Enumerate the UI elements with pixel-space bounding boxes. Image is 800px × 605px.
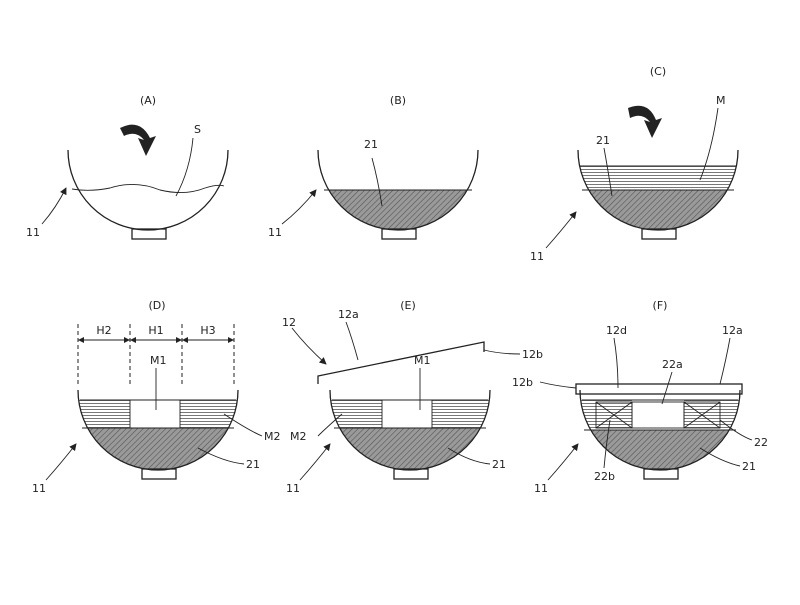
panel-f-lid-inner-ref: 12d (606, 324, 627, 337)
panel-c-material-ref: M (716, 94, 726, 107)
panel-f-bowl (579, 389, 741, 471)
panel-e-layer-ref: 21 (492, 458, 506, 471)
panel-f-part-ref: 22 (754, 436, 768, 449)
panel-d-side-left (78, 400, 130, 428)
panel-d-side-right (180, 400, 238, 428)
panel-c-bowl (577, 149, 739, 231)
panel-d: (D) H2 H1 H3 M1 M2 21 11 (32, 299, 281, 495)
panel-b-layer (318, 190, 478, 230)
dim-h2: H2 (96, 324, 111, 337)
panel-a: (A) S 11 (26, 94, 229, 240)
dim-h1: H1 (148, 324, 163, 337)
panel-e-bowl-ref: 11 (286, 482, 300, 495)
panel-e-side-ref: M2 (290, 430, 307, 443)
dim-h3: H3 (200, 324, 215, 337)
panel-f: (F) 12b 12d 12a 22a 22b 22 21 11 (512, 299, 768, 495)
panel-e: (E) 12 12a 12b M1 M2 21 11 (282, 299, 543, 495)
panel-f-bowl-ref: 11 (534, 482, 548, 495)
panel-d-bowl-ref: 11 (32, 482, 46, 495)
panel-d-center (129, 399, 181, 429)
panel-e-bowl (329, 389, 491, 471)
panel-d-side-ref: M2 (264, 430, 281, 443)
panel-f-part-center (631, 401, 685, 429)
panel-a-content-ref: S (194, 123, 201, 136)
panel-b-layer-ref: 21 (364, 138, 378, 151)
panel-a-bowl (67, 149, 229, 231)
panel-a-bowl-ref: 11 (26, 226, 40, 239)
panel-f-lid-edge-ref: 12b (512, 376, 533, 389)
panel-a-pour-arrow (120, 124, 156, 156)
panel-c-label: (C) (650, 65, 666, 78)
panel-c-pour-arrow (628, 105, 662, 138)
panel-e-lid (317, 341, 485, 384)
panel-d-center-ref: M1 (150, 354, 167, 367)
panel-d-bowl (77, 389, 239, 471)
panel-b-bowl-ref: 11 (268, 226, 282, 239)
panel-f-lid (575, 383, 743, 395)
panel-b: (B) 21 11 (268, 94, 479, 240)
panel-a-label: (A) (140, 94, 156, 107)
panel-a-contents (68, 184, 228, 230)
panel-f-lid-top-ref: 12a (722, 324, 743, 337)
panel-c-layer (578, 190, 738, 230)
panel-c-bowl-ref: 11 (530, 250, 544, 263)
panel-b-bowl (317, 149, 479, 231)
panel-d-layer (78, 428, 238, 470)
panel-c-layer-ref: 21 (596, 134, 610, 147)
panel-f-part-top-ref: 22a (662, 358, 683, 371)
panel-e-lid-edge-ref: 12b (522, 348, 543, 361)
panel-b-label: (B) (390, 94, 406, 107)
panel-a-foot (131, 228, 167, 240)
panel-e-lid-top-ref: 12a (338, 308, 359, 321)
panel-d-layer-ref: 21 (246, 458, 260, 471)
panel-e-center (381, 399, 433, 429)
panel-d-label: (D) (148, 299, 165, 312)
panel-e-label: (E) (400, 299, 416, 312)
panel-f-label: (F) (653, 299, 668, 312)
panel-e-lid-ref: 12 (282, 316, 296, 329)
panel-c: (C) M 21 11 (530, 65, 739, 263)
panel-e-layer (330, 428, 490, 470)
panel-f-part-bottom-ref: 22b (594, 470, 615, 483)
panel-f-layer-ref: 21 (742, 460, 756, 473)
panel-c-material (578, 166, 738, 192)
panel-e-center-ref: M1 (414, 354, 431, 367)
